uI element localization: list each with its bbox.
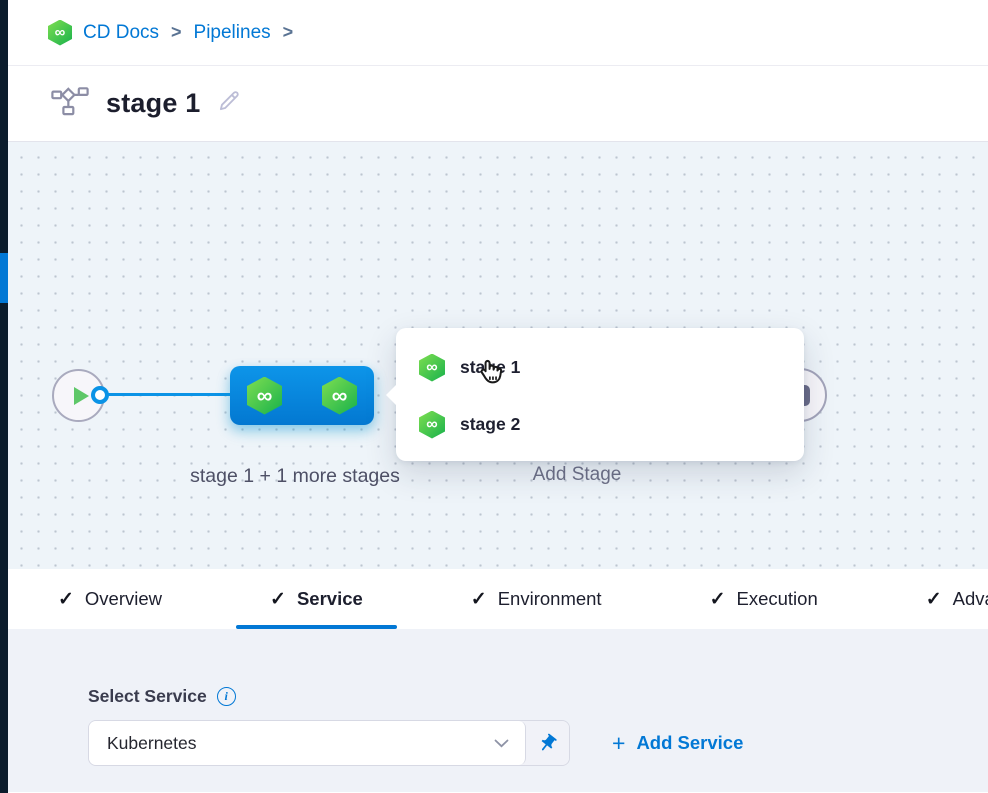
breadcrumb: ∞ CD Docs > Pipelines > — [8, 0, 988, 66]
pipeline-studio: ∞ CD Docs > Pipelines > stage 1 — [8, 0, 988, 793]
pipeline-edge — [107, 393, 233, 396]
breadcrumb-separator-icon: > — [171, 22, 182, 42]
select-service-label: Select Service — [88, 686, 207, 706]
check-icon: ✓ — [925, 588, 942, 610]
stage-menu-item-label: stage 2 — [460, 414, 521, 434]
service-select-group: Kubernetes — [88, 720, 570, 766]
pipeline-diagram-icon — [50, 85, 90, 123]
add-service-button[interactable]: + Add Service — [612, 729, 744, 756]
service-panel: Select Service i Kubernetes + A — [8, 629, 988, 792]
chevron-down-icon — [494, 739, 509, 747]
cd-stage-icon: ∞ — [419, 410, 445, 439]
tab-label: Advanced — [952, 588, 988, 609]
nav-active-indicator — [0, 253, 8, 303]
pushpin-icon — [541, 733, 557, 750]
service-select-value: Kubernetes — [107, 732, 197, 753]
tab-service[interactable]: ✓ Service — [236, 569, 397, 629]
plus-icon: + — [612, 729, 626, 756]
collapsed-nav-rail — [0, 0, 8, 793]
edge-connector-dot — [91, 386, 109, 404]
page-title: stage 1 — [106, 88, 201, 118]
cd-stage-icon: ∞ — [419, 353, 445, 382]
tab-execution[interactable]: ✓ Execution — [676, 569, 852, 629]
add-stage-button[interactable]: Add Stage — [532, 464, 622, 485]
stage-group-node[interactable]: ∞ ∞ — [230, 366, 374, 425]
tab-environment[interactable]: ✓ Environment — [437, 569, 636, 629]
cd-stage-icon: ∞ — [322, 376, 357, 415]
stage-menu-item[interactable]: ∞ stage 2 — [396, 396, 804, 453]
add-service-label: Add Service — [636, 732, 744, 753]
cd-stage-icon: ∞ — [247, 376, 282, 415]
check-icon: ✓ — [58, 588, 74, 610]
tab-label: Environment — [497, 588, 602, 609]
stage-header: stage 1 — [8, 66, 988, 142]
play-icon — [73, 386, 89, 405]
edit-stage-name-icon[interactable] — [216, 88, 242, 119]
tab-advanced[interactable]: ✓ Advanced — [892, 569, 988, 629]
stage-group-label: stage 1 + 1 more stages — [190, 465, 400, 487]
service-select[interactable]: Kubernetes — [89, 721, 526, 765]
hand-cursor-icon — [474, 354, 511, 396]
pin-service-button[interactable] — [526, 721, 569, 765]
tab-label: Execution — [736, 588, 818, 609]
tab-label: Service — [296, 588, 363, 609]
stage-group-popup: ∞ stage 1 ∞ stage 2 — [386, 328, 804, 461]
breadcrumb-pipelines-link[interactable]: Pipelines — [193, 21, 271, 43]
tab-label: Overview — [84, 588, 163, 609]
tab-overview[interactable]: ✓ Overview — [24, 569, 196, 629]
pipeline-canvas: ∞ ∞ ∞ stage 1 ∞ stage 2 stage 1 + 1 more… — [8, 142, 988, 569]
stage-tabs: ✓ Overview ✓ Service ✓ Environment ✓ Exe… — [8, 569, 988, 629]
check-icon: ✓ — [470, 588, 487, 610]
breadcrumb-separator-icon: > — [282, 22, 294, 42]
stage-menu-item[interactable]: ∞ stage 1 — [396, 339, 804, 396]
check-icon: ✓ — [270, 588, 286, 610]
check-icon: ✓ — [709, 588, 726, 610]
info-icon[interactable]: i — [216, 687, 236, 706]
harness-logo-icon: ∞ — [48, 19, 72, 46]
breadcrumb-project-link[interactable]: CD Docs — [83, 21, 160, 43]
